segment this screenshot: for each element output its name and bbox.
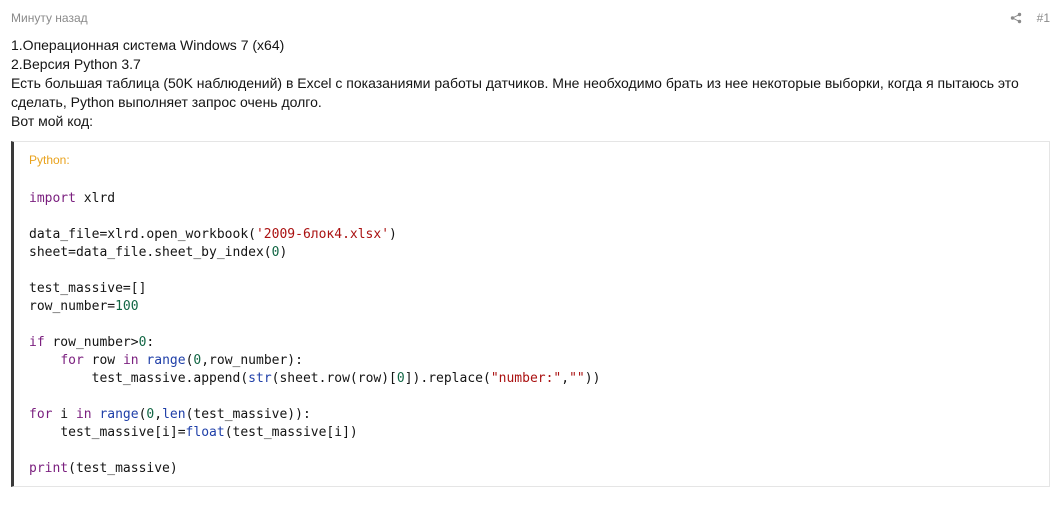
code-token: , [154,407,163,422]
keyword-token: for [29,407,53,422]
code-line: test_massive[i]=float(test_massive[i]) [29,424,600,442]
code-token: (sheet.row(row)[ [271,371,397,386]
code-token: ]).replace( [404,371,491,386]
code-line: sheet=data_file.sheet_by_index(0) [29,244,600,262]
code-token: row_number> [44,335,139,350]
number-token: 0 [396,371,405,386]
code-token: ( [138,407,147,422]
keyword-token: print [29,461,69,476]
post-number-link[interactable]: #1 [1036,11,1050,25]
code-token: test_massive=[] [29,281,147,296]
number-token: 0 [146,407,155,422]
number-token: 0 [138,335,147,350]
number-token: 100 [115,299,139,314]
code-token: xlrd [75,191,116,206]
number-token: 0 [271,245,280,260]
keyword-token: in [75,407,92,422]
indent [29,353,60,368]
code-line: for row in range(0,row_number): [29,352,600,370]
code-token: , [561,371,570,386]
code-line: import xlrd [29,190,600,208]
code-token: i [52,407,76,422]
builtin-token: str [248,371,272,386]
post-line: Вот мой код: [11,113,94,129]
builtin-token: float [185,425,225,440]
string-token: "number:" [490,371,562,386]
code-blank-line [29,388,600,406]
code-line: test_massive=[] [29,280,600,298]
code-token: ) [279,245,288,260]
code-line: test_massive.append(str(sheet.row(row)[0… [29,370,601,388]
code-blank-line [29,262,600,280]
code-token: row_number= [29,299,116,314]
code-token: row [83,353,123,368]
string-token: '2009-6лок4.xlsx' [255,227,390,242]
post-line: 2.Версия Python 3.7 [11,56,141,72]
code-token: (test_massive) [68,461,178,476]
post-body: 1.Операционная система Windows 7 (x64) 2… [11,36,1051,131]
code-token: ( [185,353,194,368]
code-token: test_massive.append( [91,371,249,386]
number-token: 0 [193,353,202,368]
builtin-token: len [162,407,186,422]
builtin-token: range [99,407,139,422]
keyword-token: if [29,335,45,350]
keyword-token: import [29,191,76,206]
post-header: Минуту назад #1 [11,10,1050,26]
keyword-token: for [60,353,84,368]
code-token: : [146,335,155,350]
code-line: for i in range(0,len(test_massive)): [29,406,600,424]
keyword-token: in [122,353,139,368]
code-line: print(test_massive) [29,460,600,478]
code-token: ) [389,227,397,242]
code-token: data_file=xlrd.open_workbook( [29,227,256,242]
code-line: if row_number>0: [29,334,600,352]
code-blank-line [29,208,600,226]
code-token: (test_massive)): [185,407,311,422]
code-block: Python: import xlrd data_file=xlrd.open_… [11,141,1050,487]
post-line: 1.Операционная система Windows 7 (x64) [11,37,285,53]
indent [29,371,92,386]
post-timestamp: Минуту назад [11,11,88,25]
code-token: sheet=data_file.sheet_by_index( [29,245,272,260]
code-line: data_file=xlrd.open_workbook('2009-6лок4… [29,226,600,244]
code-blank-line [29,442,600,460]
indent [29,425,60,440]
code-language-label: Python: [29,153,70,167]
code-token: )) [584,371,601,386]
code-content: import xlrd data_file=xlrd.open_workbook… [29,190,600,478]
builtin-token: range [146,353,186,368]
string-token: "" [569,371,585,386]
code-token: ,row_number): [201,353,303,368]
code-line: row_number=100 [29,298,600,316]
code-token: test_massive[i]= [60,425,186,440]
code-blank-line [29,316,600,334]
code-token: (test_massive[i]) [224,425,358,440]
post-paragraph: Есть большая таблица (50K наблюдений) в … [11,75,1019,110]
share-icon[interactable] [1010,11,1024,25]
